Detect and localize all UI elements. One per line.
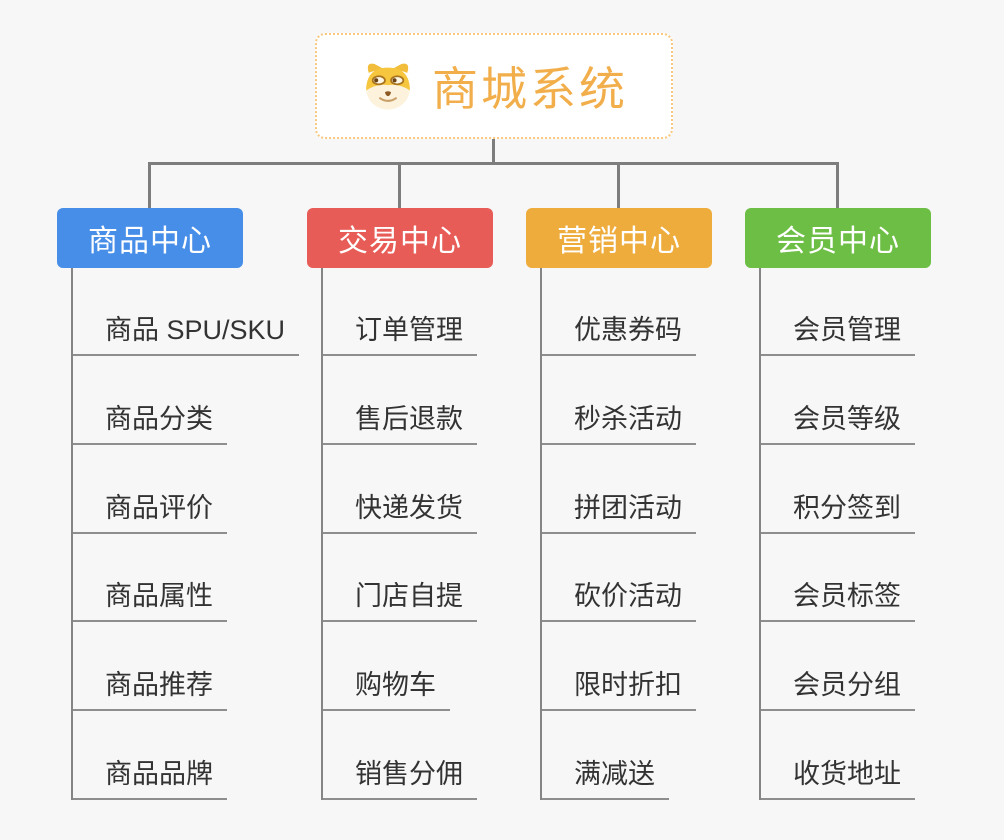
connector-drop-goods: [148, 162, 151, 208]
child-node[interactable]: 门店自提: [323, 578, 477, 622]
child-node[interactable]: 满减送: [542, 756, 669, 800]
child-node[interactable]: 快递发货: [323, 490, 477, 534]
child-node[interactable]: 订单管理: [323, 312, 477, 356]
child-node[interactable]: 商品 SPU/SKU: [73, 312, 300, 356]
connector-horizontal-bus: [148, 162, 839, 165]
connector-drop-member: [836, 162, 839, 208]
connector-drop-trade: [398, 162, 401, 208]
child-node[interactable]: 商品评价: [73, 490, 227, 534]
branch-node-goods-center[interactable]: 商品中心: [57, 208, 243, 268]
branch-title: 营销中心: [557, 225, 681, 258]
child-node[interactable]: 销售分佣: [323, 756, 477, 800]
child-node[interactable]: 拼团活动: [542, 490, 696, 534]
connector-drop-marketing: [617, 162, 620, 208]
child-node[interactable]: 商品品牌: [73, 756, 227, 800]
child-node[interactable]: 商品推荐: [73, 667, 227, 711]
child-node[interactable]: 会员标签: [761, 578, 915, 622]
branch-title: 交易中心: [338, 225, 462, 258]
child-node[interactable]: 积分签到: [761, 490, 915, 534]
branch-node-marketing-center[interactable]: 营销中心: [526, 208, 712, 268]
branch-title: 会员中心: [776, 225, 900, 258]
branch-node-member-center[interactable]: 会员中心: [745, 208, 931, 268]
child-node[interactable]: 商品分类: [73, 401, 227, 445]
root-node-title: 商城系统: [432, 63, 628, 115]
branch-children-goods: 商品 SPU/SKU 商品分类 商品评价 商品属性 商品推荐 商品品牌: [71, 268, 323, 800]
child-node[interactable]: 收货地址: [761, 756, 915, 800]
branch-children-marketing: 优惠券码 秒杀活动 拼团活动 砍价活动 限时折扣 满减送: [540, 268, 792, 800]
child-node[interactable]: 会员管理: [761, 312, 915, 356]
child-node[interactable]: 会员分组: [761, 667, 915, 711]
child-node[interactable]: 砍价活动: [542, 578, 696, 622]
root-node[interactable]: 商城系统: [315, 33, 673, 139]
branch-node-trade-center[interactable]: 交易中心: [307, 208, 493, 268]
branch-title: 商品中心: [88, 225, 212, 258]
child-node[interactable]: 秒杀活动: [542, 401, 696, 445]
child-node[interactable]: 商品属性: [73, 578, 227, 622]
child-node[interactable]: 购物车: [323, 667, 450, 711]
child-node[interactable]: 限时折扣: [542, 667, 696, 711]
connector-root-stub: [492, 139, 495, 163]
branch-children-member: 会员管理 会员等级 积分签到 会员标签 会员分组 收货地址: [759, 268, 1004, 800]
child-node[interactable]: 售后退款: [323, 401, 477, 445]
child-node[interactable]: 优惠券码: [542, 312, 696, 356]
dog-face-icon: [366, 63, 410, 110]
child-node[interactable]: 会员等级: [761, 401, 915, 445]
branch-children-trade: 订单管理 售后退款 快递发货 门店自提 购物车 销售分佣: [321, 268, 573, 800]
